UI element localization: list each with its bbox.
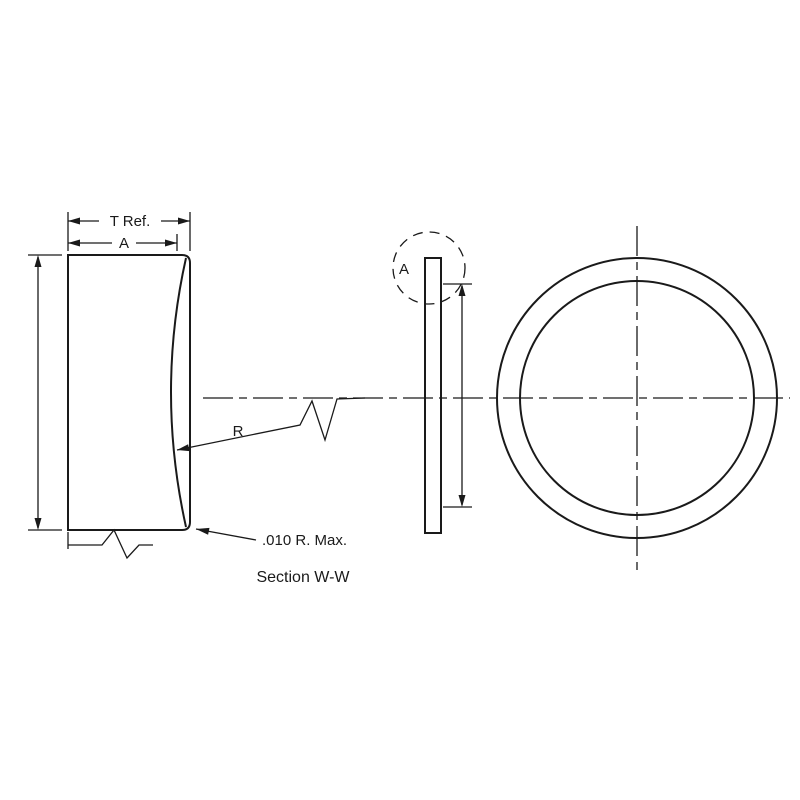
arrowhead-icon — [68, 217, 80, 225]
arrowhead-icon — [177, 444, 190, 452]
leader-zigzag-line — [176, 397, 366, 451]
break-zigzag — [68, 528, 153, 560]
detail-a-label: A — [399, 261, 409, 278]
r-label: R — [233, 423, 244, 440]
arrowhead-icon — [458, 495, 466, 507]
arrowhead-icon — [68, 239, 80, 247]
arrowhead-icon — [196, 527, 210, 535]
left-height-dimension — [28, 254, 62, 531]
detail-callout-circle — [392, 231, 466, 305]
lens-curve — [170, 257, 187, 528]
outer-circle — [496, 257, 778, 539]
arrowhead-icon — [178, 217, 190, 225]
top-dimensions: T Ref. A — [67, 212, 191, 252]
arrowhead-icon — [34, 518, 42, 530]
front-view — [496, 257, 778, 539]
arrowhead-icon — [165, 239, 177, 247]
section-title: Section W-W — [256, 569, 350, 586]
bottom-break-line — [67, 528, 153, 560]
a-width-label: A — [119, 235, 129, 252]
side-view: A — [392, 231, 472, 534]
section-view — [67, 254, 191, 531]
arrowhead-icon — [458, 284, 466, 296]
inner-circle — [519, 280, 755, 516]
radius-leader: R — [176, 397, 366, 452]
arrowhead-icon — [34, 255, 42, 267]
corner-radius-label: .010 R. Max. — [262, 532, 347, 549]
corner-radius-note: .010 R. Max. — [195, 527, 347, 549]
section-outline — [67, 254, 191, 531]
t-ref-label: T Ref. — [110, 213, 151, 230]
disc-edge-outline — [424, 257, 442, 534]
